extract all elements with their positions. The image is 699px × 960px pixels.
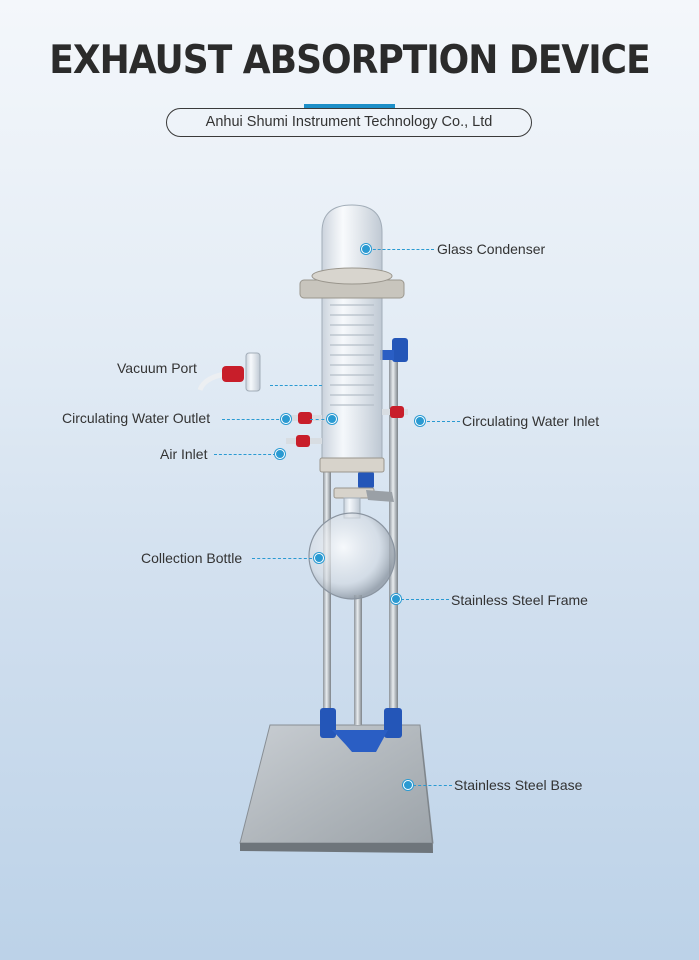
marker-collection-bottle	[314, 553, 324, 563]
blue-clamps	[320, 338, 408, 752]
marker-circulating-water-outlet-2	[327, 414, 337, 424]
marker-circulating-water-outlet	[281, 414, 291, 424]
leader-stainless-steel-base	[413, 785, 452, 786]
label-glass-condenser: Glass Condenser	[437, 241, 546, 257]
leader-circulating-water-outlet-2	[310, 419, 330, 420]
label-circulating-water-outlet: Circulating Water Outlet	[62, 410, 211, 426]
label-stainless-steel-base: Stainless Steel Base	[454, 777, 583, 793]
steel-rods	[323, 360, 398, 726]
label-stainless-steel-frame: Stainless Steel Frame	[451, 592, 588, 608]
leader-circulating-water-inlet	[422, 421, 460, 422]
company-subtitle: Anhui Shumi Instrument Technology Co., L…	[166, 108, 532, 137]
leader-stainless-steel-frame	[401, 599, 449, 600]
marker-stainless-steel-frame	[391, 594, 401, 604]
leader-collection-bottle	[252, 558, 312, 559]
collection-bottle-drawing	[308, 490, 396, 600]
leader-vacuum-port	[270, 385, 322, 386]
label-collection-bottle: Collection Bottle	[141, 550, 243, 566]
title-accent-bar	[304, 104, 395, 109]
steel-base	[239, 724, 434, 853]
page-title: EXHAUST ABSORPTION DEVICE	[49, 37, 650, 84]
marker-stainless-steel-base	[403, 780, 413, 790]
marker-circulating-water-inlet	[415, 416, 425, 426]
label-air-inlet: Air Inlet	[160, 446, 208, 462]
leader-air-inlet	[214, 454, 276, 455]
leader-circulating-water-outlet	[222, 419, 284, 420]
marker-air-inlet	[275, 449, 285, 459]
side-tubes	[197, 352, 408, 447]
label-vacuum-port: Vacuum Port	[117, 360, 197, 376]
label-circulating-water-inlet: Circulating Water Inlet	[462, 413, 600, 429]
marker-glass-condenser	[361, 244, 371, 254]
leader-glass-condenser	[368, 249, 434, 250]
glass-condenser-drawing	[299, 204, 405, 499]
